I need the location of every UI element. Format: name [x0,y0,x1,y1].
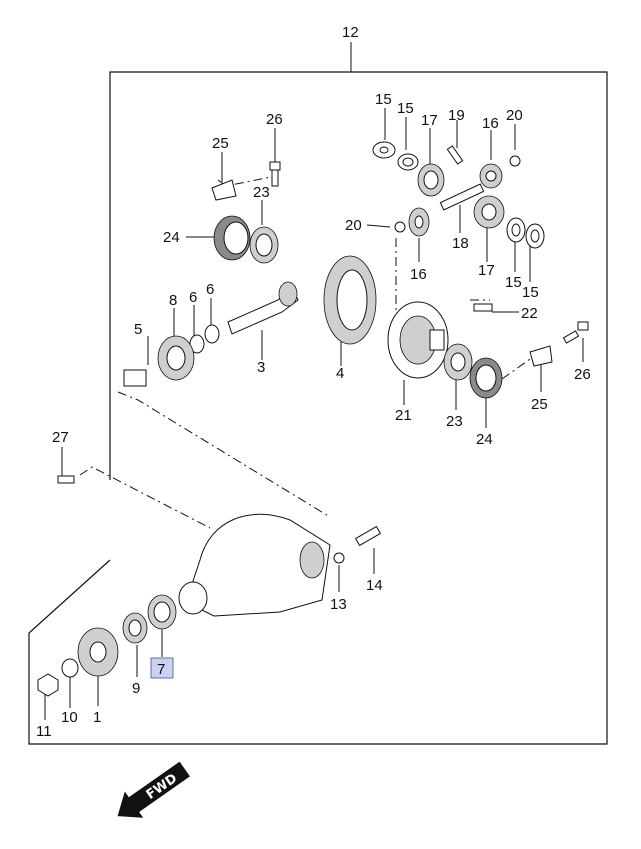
side-bearing-upper [211,161,281,264]
part-22-bolt [473,303,493,312]
part-17-side-gear [417,163,445,197]
callout-14: 14 [366,577,383,594]
part-13-washer [333,552,345,564]
part-24-adjuster-right [469,357,503,399]
part-27-bolt [57,475,75,484]
part-16-pinion-gear [479,163,503,189]
callout-9: 9 [132,680,140,697]
callout-11: 11 [36,723,52,740]
part-1-flange [77,627,119,677]
part-17-side-gear-lower [473,195,505,229]
callout-10: 10 [61,709,78,726]
ring-gear-and-pinion [123,255,377,387]
callout-3: 3 [257,359,265,376]
callout-17: 17 [421,112,438,129]
callout-25: 25 [531,396,548,413]
highlight-box-7 [150,657,174,679]
part-7-seal [147,594,177,630]
part-4-ring-gear [323,255,377,345]
part-25-lock-plate [211,179,237,201]
part-3-drive-pinion [227,281,299,335]
callout-22: 22 [521,305,538,322]
callout-7-highlighted: 7 [157,661,165,678]
callout-19: 19 [448,107,465,124]
assembly-frame [28,42,608,745]
callout-27: 27 [52,429,69,446]
part-8-pinion-bearing [157,335,195,381]
callout-4: 4 [336,365,344,382]
callout-21: 21 [395,407,412,424]
callout-16: 16 [410,266,427,283]
part-9-bearing [122,612,148,644]
callout-26: 26 [574,366,591,383]
part-12-carrier-housing [178,513,331,617]
callout-1: 1 [93,709,101,726]
part-14-stud [354,525,382,547]
part-24-adjuster [213,215,251,261]
dash-dot-leaders [79,175,541,529]
part-23-bearing [249,226,279,264]
callout-24: 24 [163,229,180,246]
callout-15: 15 [522,284,539,301]
callout-8: 8 [169,292,177,309]
callout-24: 24 [476,431,493,448]
part-20-washer [509,155,521,167]
part-26-bolt-right [562,321,589,344]
callout-15: 15 [505,274,522,291]
callout-13: 13 [330,596,347,613]
callout-6: 6 [206,281,214,298]
callout-15: 15 [375,91,392,108]
callout-18: 18 [452,235,469,252]
part-26-bolt [269,161,281,187]
carrier-housing [37,475,382,697]
callout-labels: 12 15 15 17 19 16 20 25 26 23 24 20 16 1… [36,24,591,740]
callout-23: 23 [253,184,270,201]
leader-lines [44,108,584,720]
part-20-washer-lower [394,221,406,233]
differential-internals [372,141,545,249]
part-23-bearing-right [443,343,473,381]
differential-case [387,301,589,399]
callout-25: 25 [212,135,229,152]
part-21-case [387,301,449,379]
part-5-spacer [123,369,147,387]
callout-12: 12 [342,24,359,41]
callout-16: 16 [482,115,499,132]
part-11-nut [37,673,59,697]
fwd-arrow: FWD [117,761,190,818]
callout-26: 26 [266,111,283,128]
callout-23: 23 [446,413,463,430]
part-10-washer [61,658,79,678]
part-16-pinion-gear-lower [408,207,430,237]
part-18-shaft [439,183,485,211]
callout-6: 6 [189,289,197,306]
callout-17: 17 [478,262,495,279]
callout-20: 20 [506,107,523,124]
part-19-pin [446,145,464,165]
callout-15: 15 [397,100,414,117]
callout-20: 20 [345,217,362,234]
callout-5: 5 [134,321,142,338]
part-25-lock-plate-right [529,345,553,367]
